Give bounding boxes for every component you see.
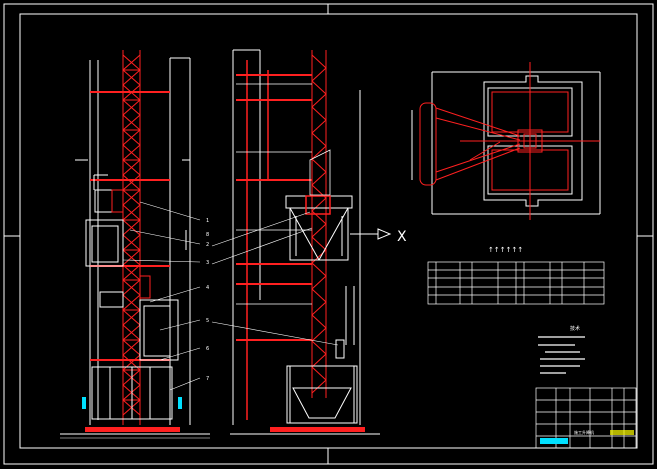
- technical-notes: 技术: [538, 325, 585, 374]
- callout-6: 6: [206, 346, 209, 352]
- callout-labels: 1 2 3 4 5 6 7 8: [206, 218, 209, 382]
- left-elevation-view: [60, 50, 210, 439]
- callout-5: 5: [206, 318, 209, 324]
- parameter-table: [427, 261, 605, 305]
- callout-4: 4: [206, 285, 209, 291]
- callout-1: 1: [206, 218, 209, 224]
- callout-8: 8: [206, 232, 209, 238]
- section-marker: X: [397, 229, 407, 245]
- notes-title: 技术: [570, 325, 580, 332]
- side-elevation-view: X: [230, 49, 407, 435]
- title-block: 施工升降机: [535, 387, 637, 449]
- title-block-name: 施工升降机: [574, 429, 594, 435]
- plan-view: [411, 62, 601, 220]
- callout-2: 2: [206, 242, 209, 248]
- arrow-caption: ↑↑↑↑↑↑: [488, 246, 523, 254]
- callout-7: 7: [206, 376, 209, 382]
- callout-3: 3: [206, 260, 209, 266]
